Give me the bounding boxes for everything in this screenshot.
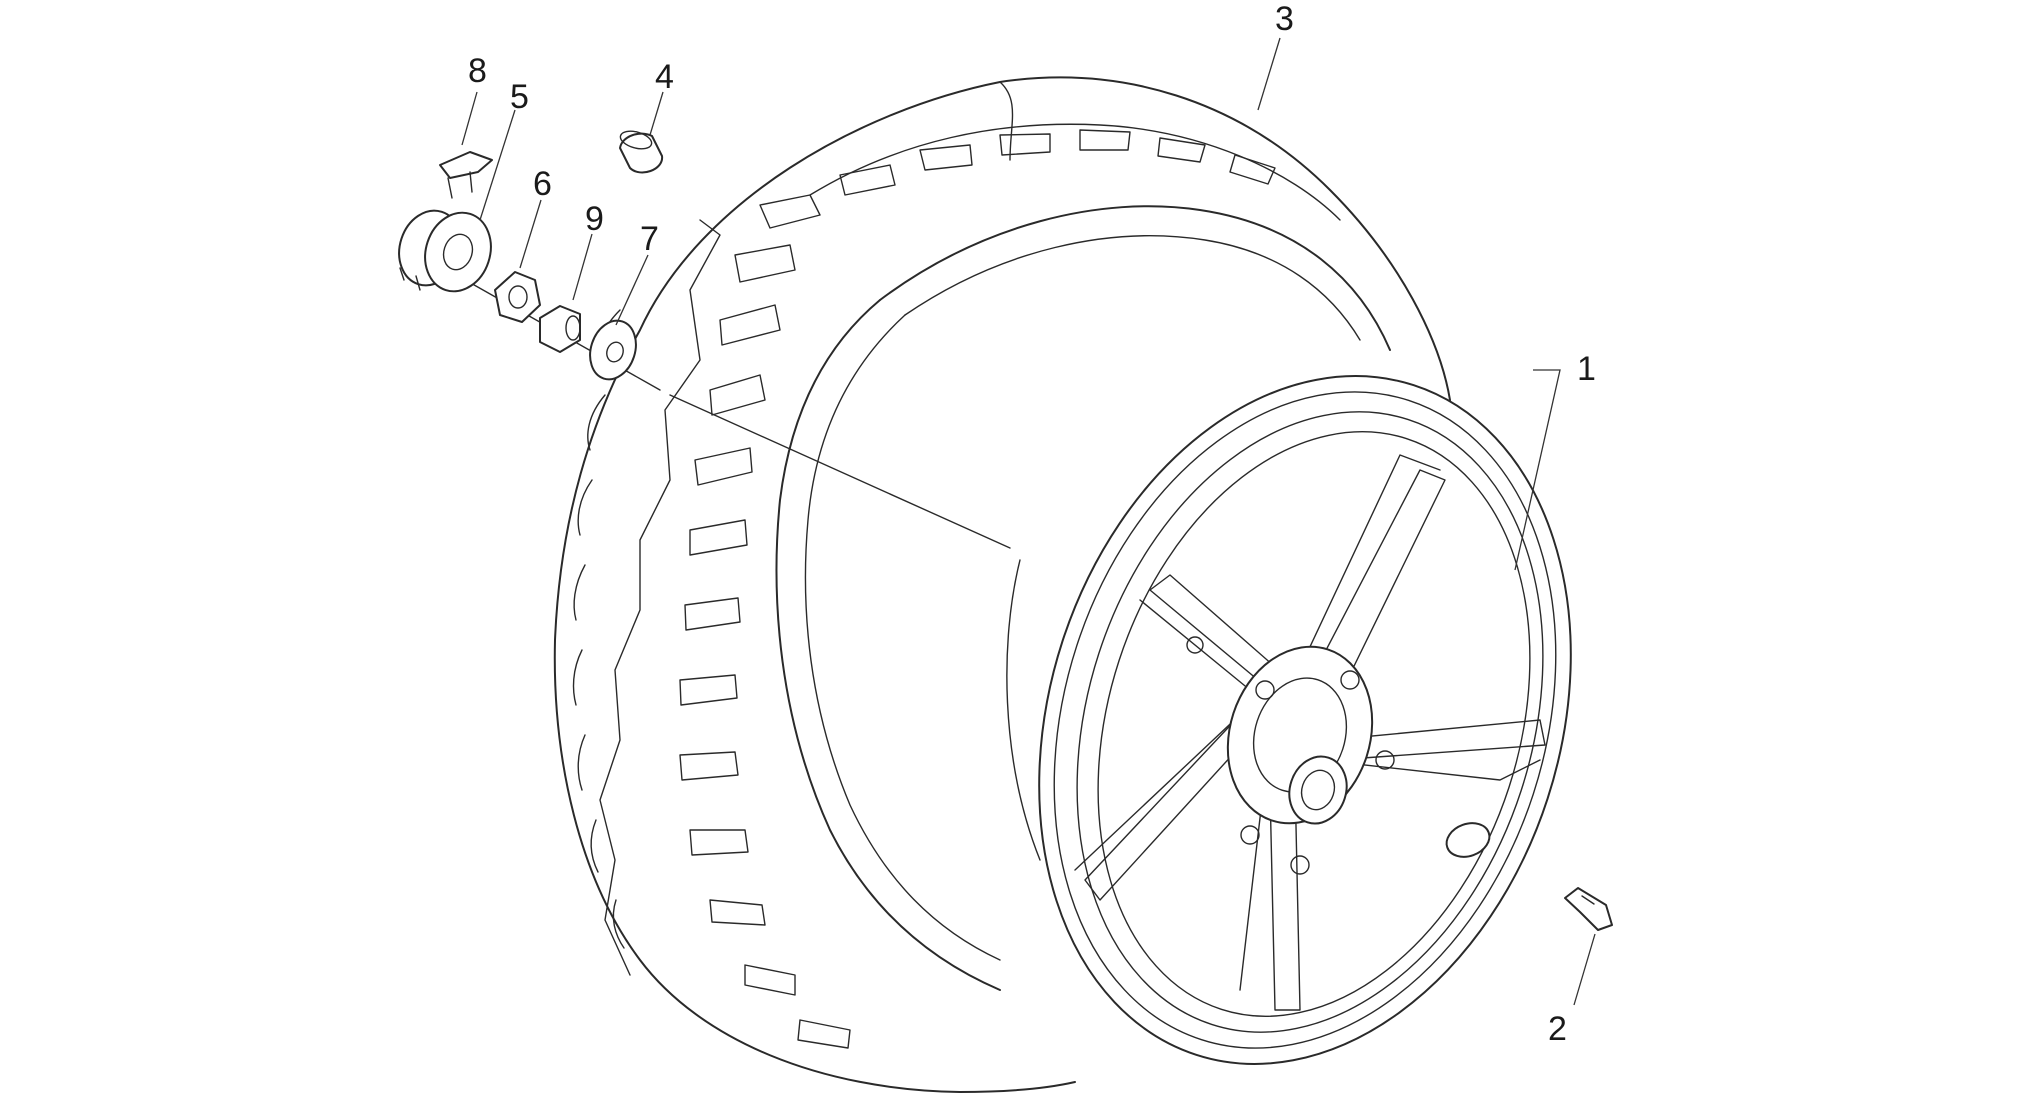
wheel-hub bbox=[1186, 636, 1395, 875]
callout-1: 1 bbox=[1577, 350, 1596, 388]
leader-lines bbox=[461, 37, 1596, 1006]
tyre bbox=[553, 76, 1451, 1093]
castle-nut bbox=[398, 209, 492, 293]
cotter-pin bbox=[439, 151, 493, 199]
callout-5: 5 bbox=[510, 78, 529, 116]
callout-4: 4 bbox=[655, 58, 674, 96]
hub-cap bbox=[619, 130, 664, 174]
valve-hole bbox=[1445, 822, 1491, 858]
callout-9: 9 bbox=[585, 200, 604, 238]
callout-8: 8 bbox=[468, 52, 487, 90]
tyre-valve bbox=[1564, 887, 1613, 931]
callout-3: 3 bbox=[1275, 0, 1294, 38]
callout-7: 7 bbox=[640, 220, 659, 258]
rim-spokes bbox=[1074, 454, 1546, 1011]
spacer bbox=[539, 305, 581, 353]
callout-2: 2 bbox=[1548, 1010, 1567, 1048]
washer bbox=[589, 319, 637, 381]
wheel-rim bbox=[1006, 375, 1572, 1065]
hex-nut bbox=[494, 271, 541, 323]
callout-6: 6 bbox=[533, 165, 552, 203]
